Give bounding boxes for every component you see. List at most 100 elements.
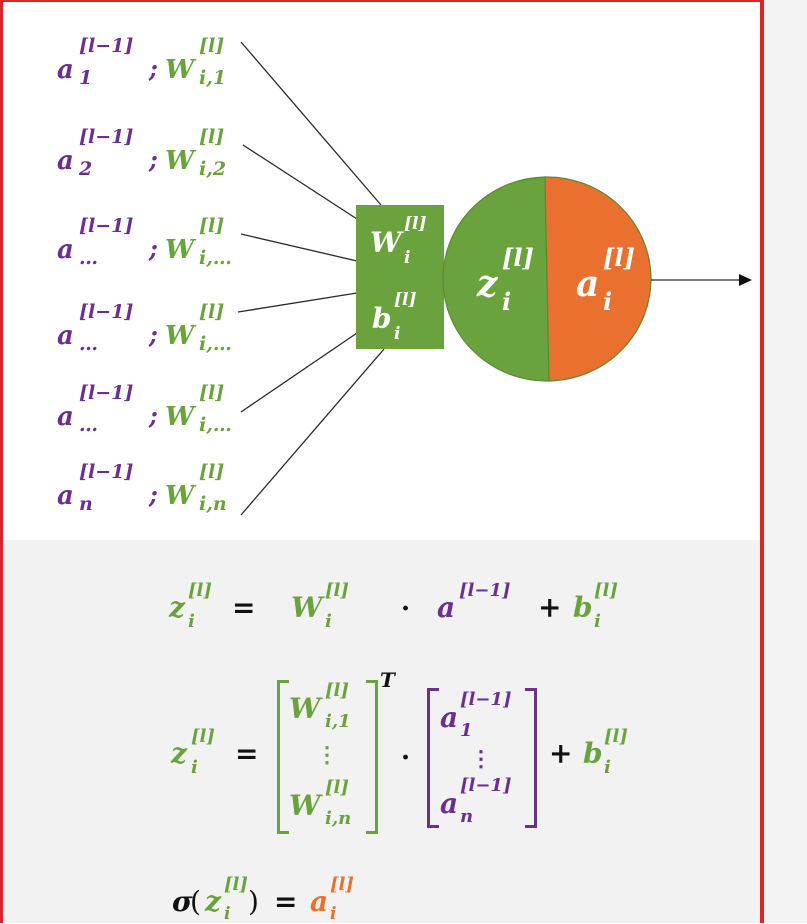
- input-w-subscript: i,…: [199, 333, 232, 355]
- input-a-subscript: 1: [79, 67, 93, 89]
- input-w-symbol: W: [165, 321, 195, 351]
- input-a-symbol: a: [57, 235, 74, 265]
- input-w-superscript: [l]: [199, 126, 225, 148]
- eq3-equals: =: [274, 885, 298, 918]
- eq2-a-top-subscript: 1: [460, 720, 473, 741]
- neuron-a-half: [544, 176, 652, 382]
- input-w-subscript: i,2: [199, 158, 227, 180]
- eq2-a-top-symbol: a: [440, 701, 459, 734]
- input-w-subscript: i,1: [199, 67, 227, 89]
- eq1-z-superscript: [l]: [188, 580, 212, 601]
- eq3-sigma: σ: [172, 885, 193, 918]
- input-a-symbol: a: [57, 402, 74, 432]
- input-a-superscript: [l−1]: [79, 215, 134, 237]
- eq1-b-superscript: [l]: [594, 580, 618, 601]
- eq1-dot: ·: [401, 594, 411, 624]
- eq2-a-vdots: ⋮: [470, 746, 492, 772]
- box-b-symbol: b: [372, 302, 392, 335]
- eq2-a-bracket-left: [427, 688, 439, 828]
- box-w-superscript: [l]: [404, 214, 427, 234]
- eq2-w-bracket-right: [366, 680, 378, 834]
- neuron-a-subscript: i: [603, 287, 613, 316]
- neuron-a-symbol: a: [576, 263, 600, 305]
- input-w-superscript: [l]: [199, 382, 225, 404]
- eq2-z-symbol: z: [171, 737, 187, 770]
- input-w-superscript: [l]: [199, 215, 225, 237]
- input-a-superscript: [l−1]: [79, 35, 134, 57]
- eq1-equals: =: [232, 591, 256, 624]
- box-w-subscript: i: [404, 248, 411, 268]
- input-a-superscript: [l−1]: [79, 126, 134, 148]
- eq3-open-paren: (: [190, 885, 201, 918]
- eq2-z-superscript: [l]: [191, 726, 215, 747]
- output-arrow-head: [739, 274, 752, 286]
- input-a-symbol: a: [57, 481, 74, 511]
- box-w-symbol: W: [370, 226, 402, 259]
- eq2-plus: +: [549, 737, 573, 770]
- eq1-w-superscript: [l]: [325, 580, 349, 601]
- input-w-symbol: W: [165, 55, 195, 85]
- eq3-z-symbol: z: [205, 885, 221, 918]
- input-line-3: [240, 233, 358, 262]
- neuron-z-subscript: i: [502, 287, 512, 316]
- input-w-superscript: [l]: [199, 461, 225, 483]
- neuron-diagram-svg: [237, 41, 752, 516]
- frame-right-border: [760, 0, 764, 923]
- eq2-dot: ·: [401, 743, 411, 773]
- frame-top-border: [0, 0, 764, 2]
- neuron-z-half: [442, 176, 550, 382]
- neuron-z-superscript: [l]: [502, 243, 534, 272]
- input-line-4: [237, 292, 358, 313]
- box-b-superscript: [l]: [394, 290, 417, 310]
- input-line-1: [240, 41, 382, 206]
- input-a-superscript: [l−1]: [79, 301, 134, 323]
- eq1-z-subscript: i: [188, 611, 195, 632]
- eq2-w-bottom-subscript: i,n: [325, 808, 352, 829]
- input-separator: ;: [149, 480, 158, 509]
- eq2-b-subscript: i: [604, 757, 611, 778]
- eq2-w-bracket-left: [277, 680, 289, 834]
- input-separator: ;: [149, 401, 158, 430]
- eq2-a-bracket-right: [525, 688, 537, 828]
- eq3-a-subscript: i: [330, 904, 337, 924]
- eq2-a-bottom-superscript: [l−1]: [460, 775, 512, 796]
- input-a-symbol: a: [57, 321, 74, 351]
- neuron-z-symbol: z: [477, 263, 498, 305]
- eq3-a-superscript: [l]: [330, 874, 354, 895]
- input-w-superscript: [l]: [199, 301, 225, 323]
- eq2-equals: =: [235, 737, 259, 770]
- input-w-symbol: W: [165, 481, 195, 511]
- formula-panel: [3, 540, 760, 923]
- input-w-symbol: W: [165, 146, 195, 176]
- eq1-a-superscript: [l−1]: [459, 580, 511, 601]
- eq2-w-bottom-superscript: [l]: [325, 777, 349, 798]
- neuron-a-superscript: [l]: [603, 243, 635, 272]
- input-a-superscript: [l−1]: [79, 461, 134, 483]
- eq3-z-subscript: i: [224, 904, 231, 924]
- eq2-a-bottom-symbol: a: [440, 787, 459, 820]
- input-separator: ;: [149, 320, 158, 349]
- frame-left-border: [0, 0, 3, 923]
- eq2-transpose: T: [380, 668, 395, 692]
- input-w-symbol: W: [165, 235, 195, 265]
- eq1-w-subscript: i: [325, 611, 332, 632]
- input-separator: ;: [149, 54, 158, 83]
- input-a-symbol: a: [57, 146, 74, 176]
- eq2-w-top-superscript: [l]: [325, 680, 349, 701]
- input-a-symbol: a: [57, 55, 74, 85]
- eq2-b-superscript: [l]: [604, 726, 628, 747]
- input-a-subscript: …: [79, 247, 98, 269]
- weight-bias-box: [356, 205, 444, 349]
- eq1-b-symbol: b: [573, 591, 593, 624]
- eq2-a-bottom-subscript: n: [460, 806, 474, 827]
- eq3-a-symbol: a: [310, 885, 329, 918]
- input-w-subscript: i,n: [199, 493, 227, 515]
- box-b-subscript: i: [394, 324, 401, 344]
- input-a-subscript: …: [79, 333, 98, 355]
- input-w-subscript: i,…: [199, 414, 232, 436]
- input-a-superscript: [l−1]: [79, 382, 134, 404]
- eq1-w-symbol: W: [291, 591, 323, 624]
- input-w-subscript: i,…: [199, 247, 232, 269]
- eq3-z-superscript: [l]: [224, 874, 248, 895]
